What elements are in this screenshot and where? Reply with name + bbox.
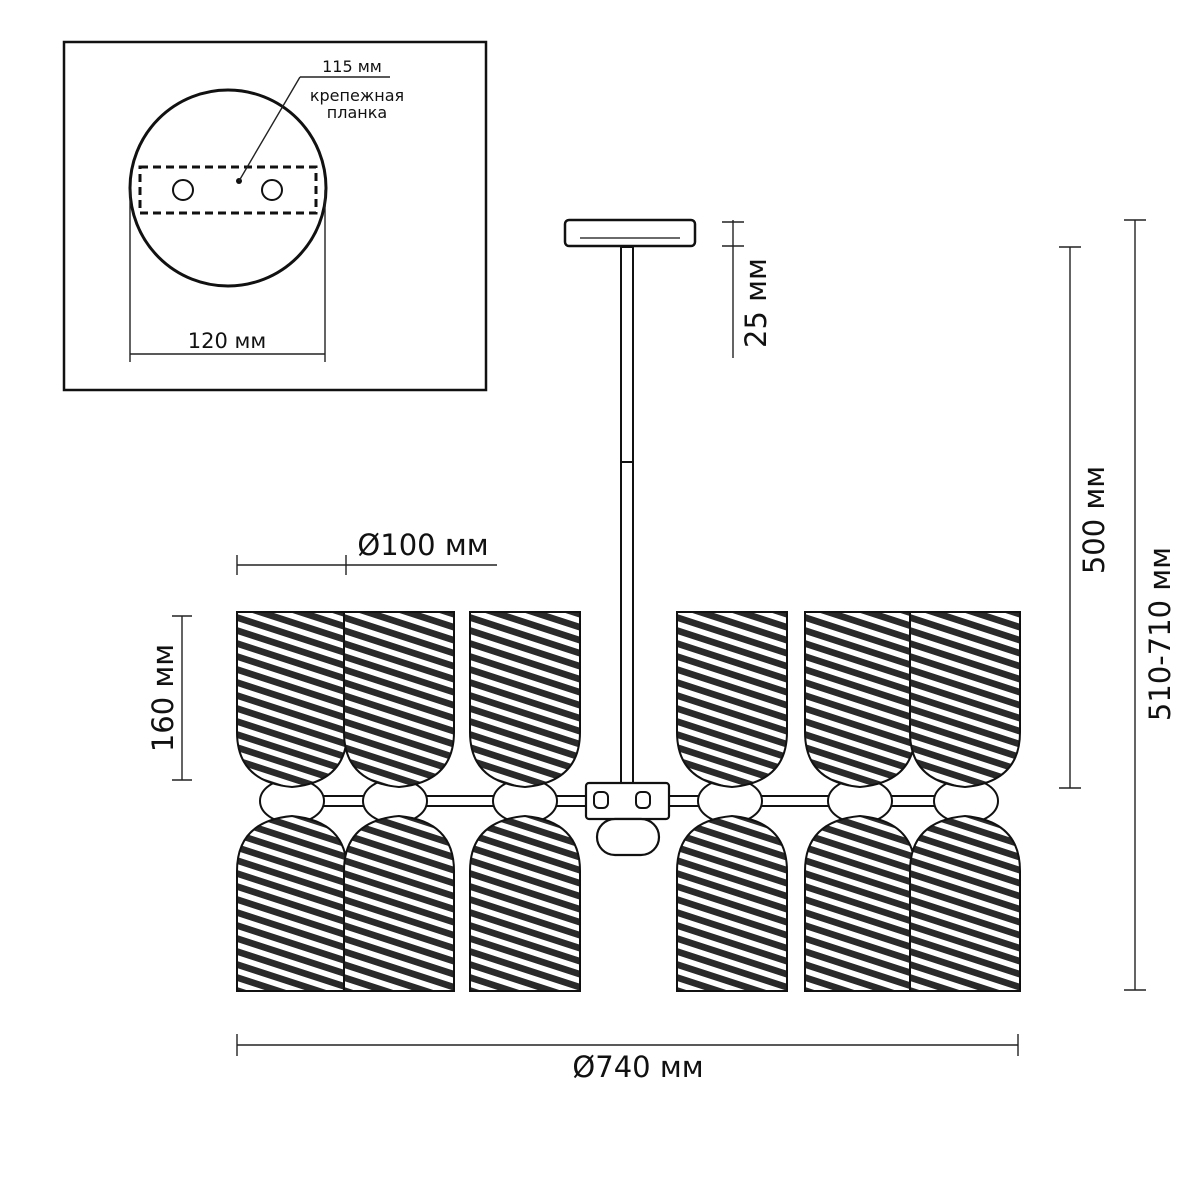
shade-diameter-label: Ø100 мм xyxy=(357,528,488,562)
dimension-overall-diameter: Ø740 мм xyxy=(236,1034,1019,1084)
canopy-diameter-label: 120 мм xyxy=(188,329,266,353)
lower-shade-4 xyxy=(676,815,788,992)
plate-leader-line xyxy=(238,76,301,182)
lower-shade-3 xyxy=(469,815,581,992)
plate-label-line1: крепежная xyxy=(310,86,404,105)
lower-shade-6 xyxy=(909,815,1021,992)
overall-diameter-label: Ø740 мм xyxy=(572,1050,703,1084)
plate-label-line2: планка xyxy=(327,103,387,122)
upper-shades xyxy=(236,611,1021,788)
rod-upper xyxy=(620,246,634,463)
plate-width-label: 115 мм xyxy=(322,57,382,76)
upper-shade-5 xyxy=(804,611,916,788)
canopy-and-rod xyxy=(563,218,697,789)
mounting-inset: 115 мм крепежная планка 120 мм xyxy=(62,40,488,392)
ceiling-canopy xyxy=(563,218,697,248)
upper-shade-4 xyxy=(676,611,788,788)
screw-hole-left xyxy=(172,179,194,201)
hub-clamp-left xyxy=(593,791,609,809)
rod-height-label: 500 мм xyxy=(1077,466,1111,574)
screw-hole-right xyxy=(261,179,283,201)
upper-shade-3 xyxy=(469,611,581,788)
lower-shade-2 xyxy=(343,815,455,992)
rod-lower xyxy=(620,461,634,789)
arm-assembly xyxy=(259,778,999,857)
dimension-total-height: 510-710 мм xyxy=(1124,219,1177,991)
upper-shade-1 xyxy=(236,611,348,788)
bottom-finial xyxy=(595,817,661,857)
canopy-height-label: 25 мм xyxy=(739,258,773,348)
mounting-plate xyxy=(138,165,318,215)
upper-shade-6 xyxy=(909,611,1021,788)
dimension-shade-diameter: Ø100 мм xyxy=(236,528,497,575)
shade-height-label: 160 мм xyxy=(146,644,180,752)
total-height-label: 510-710 мм xyxy=(1143,547,1177,721)
lower-shade-1 xyxy=(236,815,348,992)
inset-frame xyxy=(62,40,488,392)
dimension-rod-height: 500 мм xyxy=(1059,246,1111,789)
lower-shade-5 xyxy=(804,815,916,992)
dimension-canopy-height: 25 мм xyxy=(722,220,773,358)
upper-shade-2 xyxy=(343,611,455,788)
canopy-circle xyxy=(128,88,328,288)
dimension-shade-height: 160 мм xyxy=(146,615,192,781)
hub-clamp-right xyxy=(635,791,651,809)
